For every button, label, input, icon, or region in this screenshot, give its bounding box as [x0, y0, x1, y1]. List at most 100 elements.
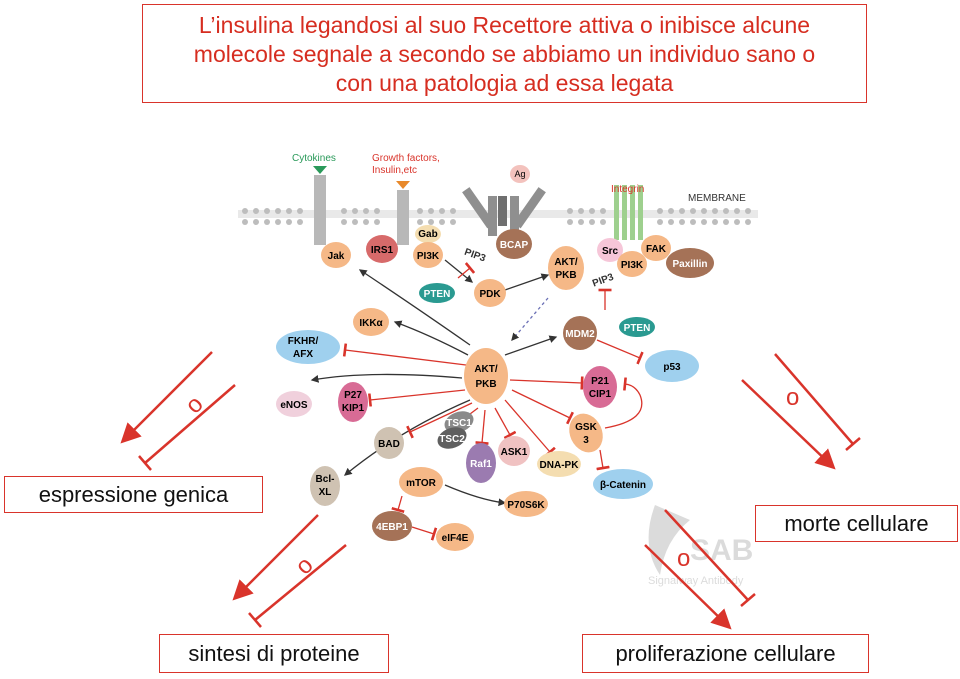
svg-text:eNOS: eNOS	[280, 400, 308, 411]
edge-pi3k-pdk	[444, 259, 474, 283]
gab-node: Gab	[415, 225, 441, 243]
akt-center-node: AKT/PKB	[464, 348, 508, 404]
edge-akt-ikka	[393, 320, 469, 356]
inhibit-ask	[494, 407, 517, 440]
inhibit-pten-left	[457, 262, 476, 279]
mtor-node: mTOR	[399, 467, 443, 497]
inhibit-p53	[596, 339, 644, 365]
svg-text:TSC1: TSC1	[446, 418, 472, 429]
arrow-to-protein-synthesis	[232, 514, 319, 601]
edge-mtor-p70	[444, 484, 507, 507]
gene-expression-box: espressione genica	[4, 476, 263, 513]
svg-text:PKB: PKB	[475, 379, 496, 390]
inhibit-proliferation	[664, 509, 749, 601]
inhibit-bad	[406, 402, 473, 439]
svg-text:P27: P27	[344, 390, 362, 401]
4ebp1-node: 4EBP1	[372, 511, 412, 541]
arrow-to-proliferation	[644, 544, 732, 630]
bcatenin-node: β-Catenin	[593, 469, 653, 499]
edge-akt-jak	[358, 269, 471, 346]
inhibit-gsk	[511, 389, 574, 425]
title-line-3: con una patologia ad essa legata	[335, 70, 674, 96]
b-cell-receptor	[462, 187, 546, 236]
inhibit-proliferation-bar	[740, 593, 756, 607]
cell-proliferation-box: proliferazione cellulare	[582, 634, 869, 673]
svg-text:eIF4E: eIF4E	[442, 533, 469, 544]
svg-text:IRS1: IRS1	[371, 245, 394, 256]
svg-text:β-Catenin: β-Catenin	[600, 480, 646, 491]
svg-text:DNA-PK: DNA-PK	[540, 460, 580, 471]
pten-right-node: PTEN	[619, 317, 655, 337]
svg-text:KIP1: KIP1	[342, 403, 365, 414]
inhibit-gene-expression	[144, 384, 236, 464]
growth-factors-label-1: Growth factors,	[372, 153, 440, 164]
inhibit-raf	[475, 409, 489, 445]
svg-text:Gab: Gab	[418, 229, 437, 240]
svg-text:AKT/: AKT/	[554, 257, 578, 268]
pten-left-node: PTEN	[419, 283, 455, 303]
title-line-1: L’insulina legandosi al suo Recettore at…	[198, 12, 811, 38]
pip3-right-label: PIP3	[591, 272, 616, 290]
svg-text:AFX: AFX	[293, 349, 313, 360]
tsc2-node: TSC2	[437, 427, 467, 449]
ag-node	[510, 165, 530, 183]
svg-text:MDM2: MDM2	[565, 329, 595, 340]
inhibit-4ebp1	[391, 495, 405, 514]
svg-text:PDK: PDK	[479, 289, 501, 300]
fkhr-node: FKHR/AFX	[276, 330, 340, 364]
pip3-left-label: PIP3	[463, 247, 488, 265]
inhibit-p21	[509, 376, 584, 390]
svg-text:Jak: Jak	[328, 251, 345, 262]
inhibit-bcat	[596, 449, 610, 471]
fak-node: FAK	[641, 235, 671, 261]
eif4e-node: eIF4E	[436, 523, 474, 551]
p70s6k-node: P70S6K	[504, 491, 548, 517]
inhibit-protein-synthesis	[254, 544, 347, 621]
paxillin-node: Paxillin	[666, 248, 714, 278]
svg-text:FAK: FAK	[646, 244, 667, 255]
svg-text:Raf1: Raf1	[470, 459, 492, 470]
cytokine-receptor	[314, 175, 326, 245]
akt-top-node: AKT/PKB	[548, 246, 584, 290]
membrane-label: MEMBRANE	[688, 193, 746, 204]
inhibit-gsk-p21	[604, 377, 643, 429]
svg-text:FKHR/: FKHR/	[288, 336, 319, 347]
pi3k-left-node: PI3K	[413, 242, 443, 268]
dnapk-node: DNA-PK	[537, 451, 581, 477]
svg-text:SAB: SAB	[690, 534, 753, 567]
svg-text:Bcl-: Bcl-	[316, 474, 335, 485]
bad-node: BAD	[374, 427, 404, 459]
bclxl-node: Bcl-XL	[310, 466, 340, 506]
svg-text:p53: p53	[663, 362, 681, 373]
svg-text:Signalway Antibody: Signalway Antibody	[648, 575, 744, 587]
cell-death-box: morte cellulare	[755, 505, 958, 542]
svg-text:BAD: BAD	[378, 439, 400, 450]
bcap-node: BCAP	[496, 229, 532, 259]
jak-node: Jak	[321, 242, 351, 268]
edge-akt-enos	[310, 373, 463, 383]
edge-pdk-akt	[504, 273, 550, 291]
sab-watermark: SAB Signalway Antibody	[648, 505, 753, 587]
svg-text:3: 3	[583, 435, 589, 446]
ikka-node: IKKα	[353, 308, 389, 336]
arrow-to-cell-death	[741, 379, 836, 470]
svg-text:IKKα: IKKα	[359, 318, 383, 329]
growth-factor-triangle	[396, 181, 410, 189]
inhibit-eif4e	[411, 526, 438, 541]
enos-node: eNOS	[276, 391, 312, 417]
svg-text:PKB: PKB	[555, 270, 576, 281]
arrow-to-gene-expression	[120, 351, 213, 444]
cytokines-label: Cytokines	[292, 153, 336, 164]
inhibit-dnapk	[504, 399, 556, 458]
protein-synthesis-box: sintesi di proteine	[159, 634, 389, 673]
integrin-label: Integrin	[611, 184, 644, 195]
svg-text:Paxillin: Paxillin	[672, 259, 707, 270]
title-line-2: molecole segnale a secondo se abbiamo un…	[193, 41, 816, 67]
inhibit-protein-synthesis-bar	[248, 612, 262, 628]
svg-text:PI3K: PI3K	[621, 260, 644, 271]
inhibit-cell-death	[774, 353, 854, 445]
pi3k-right-node: PI3K	[617, 251, 647, 277]
ask1-node: ASK1	[498, 436, 530, 466]
